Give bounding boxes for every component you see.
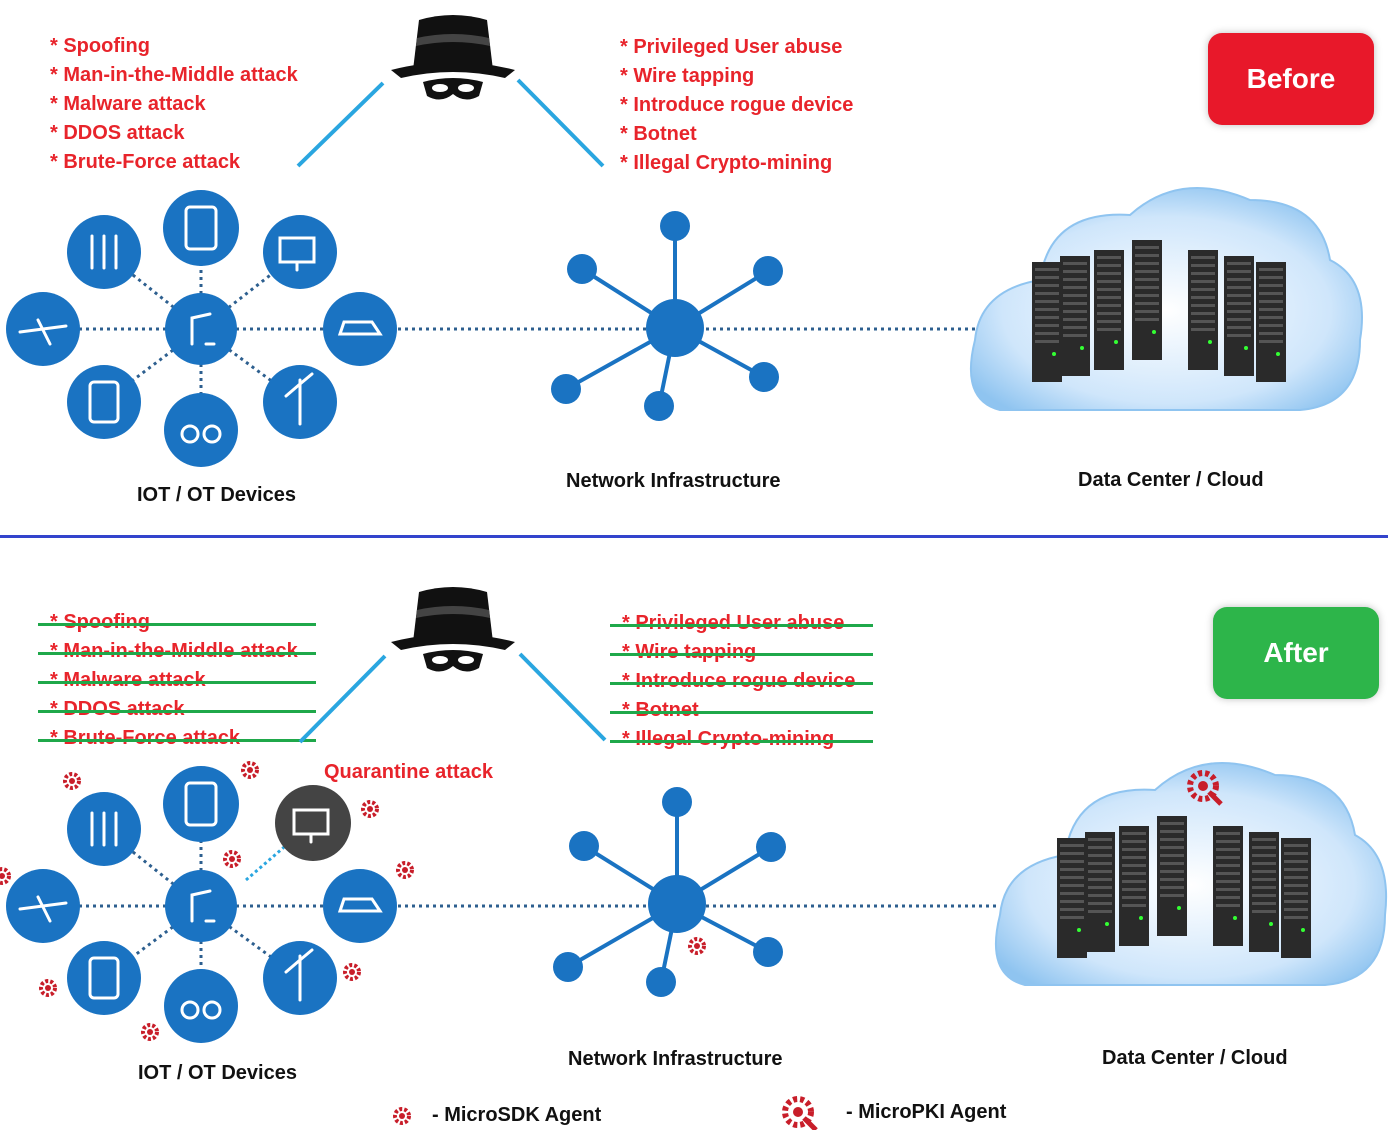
network-hub-icon xyxy=(553,787,786,997)
after-threats-left: * Spoofing * Man-in-the-Middle attack * … xyxy=(38,608,316,753)
cloud-datacenter-icon xyxy=(994,762,1388,986)
after-devices-label: IOT / OT Devices xyxy=(138,1062,297,1084)
robot-arm-hub-icon xyxy=(165,870,237,942)
desktop-icon xyxy=(263,215,337,289)
threat-item-struck: * Illegal Crypto-mining xyxy=(609,725,874,754)
before-badge: Before xyxy=(1208,33,1374,125)
smartphone-icon xyxy=(163,766,239,842)
threat-item-struck: * Malware attack xyxy=(38,666,316,695)
threat-item: * Botnet xyxy=(620,123,697,145)
tablet-icon xyxy=(67,941,141,1015)
threat-item-struck: * Introduce rogue device xyxy=(609,667,874,696)
before-network-label: Network Infrastructure xyxy=(566,470,781,492)
threat-item-struck: * Spoofing xyxy=(38,608,316,637)
quarantine-label: Quarantine attack xyxy=(324,761,493,783)
hacker-icon xyxy=(391,587,515,672)
threat-item-struck: * Botnet xyxy=(609,696,874,725)
threat-item: * Introduce rogue device xyxy=(620,94,854,116)
before-diagram xyxy=(6,15,1363,467)
section-divider xyxy=(0,535,1388,538)
tablet-icon xyxy=(67,365,141,439)
threat-item-struck: * Brute-Force attack xyxy=(38,724,316,753)
glasses-icon xyxy=(164,969,238,1043)
quarantined-desktop-icon xyxy=(275,785,351,861)
threat-item: * Wire tapping xyxy=(620,65,755,87)
car-icon xyxy=(323,292,397,366)
network-hub-icon xyxy=(551,211,783,421)
after-threats-right: * Privileged User abuse * Wire tapping *… xyxy=(609,609,874,754)
smartphone-icon xyxy=(163,190,239,266)
after-diagram xyxy=(0,587,1388,1130)
threat-item-struck: * DDOS attack xyxy=(38,695,316,724)
before-threats-left: * Spoofing * Man-in-the-Middle attack * … xyxy=(50,32,298,177)
after-network-label: Network Infrastructure xyxy=(568,1048,783,1070)
threat-item-struck: * Man-in-the-Middle attack xyxy=(38,637,316,666)
legend-micropki-icon xyxy=(785,1099,816,1130)
after-badge: After xyxy=(1213,607,1379,699)
threat-item: * Illegal Crypto-mining xyxy=(620,152,833,174)
robot-arm-hub-icon xyxy=(165,293,237,365)
cloud-datacenter-icon xyxy=(969,187,1363,411)
before-cloud-label: Data Center / Cloud xyxy=(1078,469,1264,491)
after-cloud-label: Data Center / Cloud xyxy=(1102,1047,1288,1069)
threat-item-struck: * Privileged User abuse xyxy=(609,609,874,638)
threat-item: * Man-in-the-Middle attack xyxy=(50,64,298,86)
threat-item: * Spoofing xyxy=(50,35,150,57)
threat-item: * Malware attack xyxy=(50,93,206,115)
threat-item: * Brute-Force attack xyxy=(50,151,241,173)
car-icon xyxy=(323,869,397,943)
legend-micropki-label: - MicroPKI Agent xyxy=(846,1101,1007,1123)
before-threats-right: * Privileged User abuse * Wire tapping *… xyxy=(620,33,853,178)
threat-item-struck: * Wire tapping xyxy=(609,638,874,667)
legend-microsdk-label: - MicroSDK Agent xyxy=(432,1104,602,1126)
threat-item: * Privileged User abuse xyxy=(620,36,843,58)
before-devices-label: IOT / OT Devices xyxy=(137,484,296,506)
legend-microsdk-icon xyxy=(393,1107,411,1125)
threat-item: * DDOS attack xyxy=(50,122,185,144)
glasses-icon xyxy=(164,393,238,467)
hacker-icon xyxy=(391,15,515,100)
